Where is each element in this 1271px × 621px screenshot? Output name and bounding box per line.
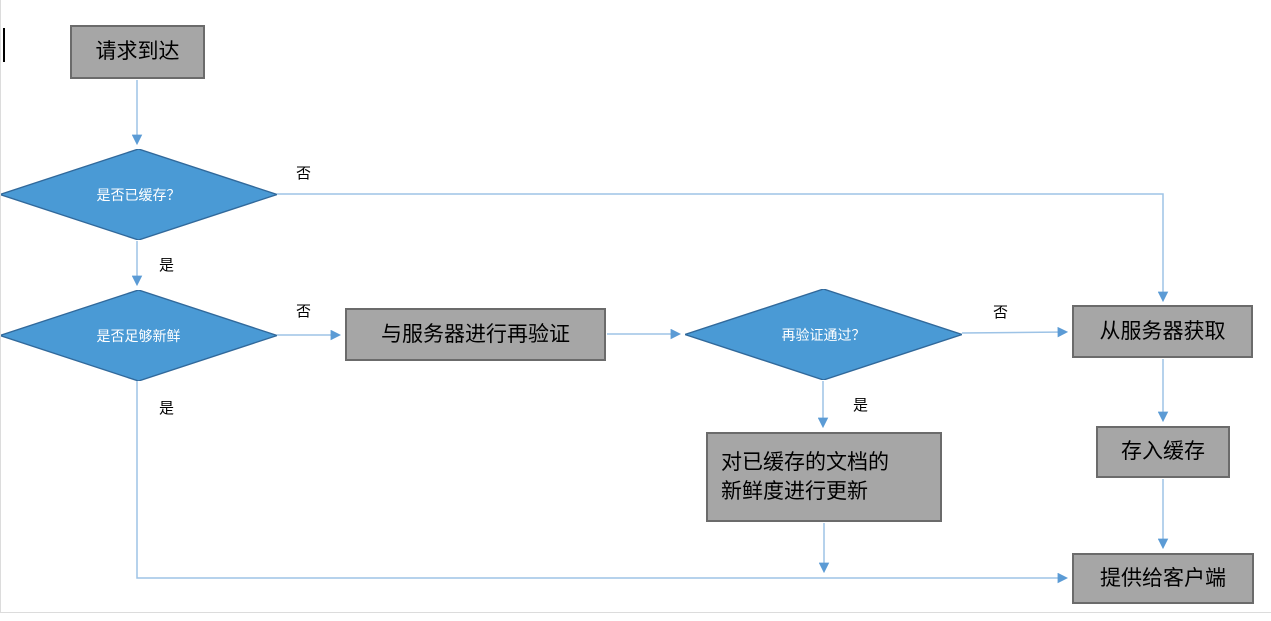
diamond-shape-icon bbox=[0, 149, 277, 240]
page-edge-left bbox=[0, 0, 1, 612]
text-cursor bbox=[3, 28, 5, 62]
edge-revalidate-passed-no-to-fetch bbox=[961, 326, 1069, 338]
edge-label-revalidate-yes[interactable]: 是 bbox=[853, 396, 869, 414]
page-edge-bottom bbox=[0, 612, 1271, 613]
node-is-cached[interactable]: 是否已缓存？ bbox=[0, 149, 277, 240]
node-serve-client[interactable]: 提供给客户端 bbox=[1072, 553, 1254, 604]
node-start-label: 请求到达 bbox=[95, 39, 180, 64]
node-is-fresh[interactable]: 是否足够新鲜 bbox=[0, 290, 277, 381]
node-revalidate[interactable]: 与服务器进行再验证 bbox=[345, 308, 606, 361]
node-is-fresh-label: 是否足够新鲜 bbox=[96, 328, 181, 345]
node-fetch-from-server[interactable]: 从服务器获取 bbox=[1072, 305, 1253, 358]
node-is-cached-label: 是否已缓存？ bbox=[96, 187, 181, 204]
node-revalidate-passed-label: 再验证通过？ bbox=[781, 327, 866, 344]
edge-label-revalidate-no[interactable]: 否 bbox=[993, 303, 1009, 321]
diamond-shape-icon bbox=[685, 289, 962, 380]
edge-label-is-fresh-no[interactable]: 否 bbox=[296, 302, 312, 320]
node-update-freshness[interactable]: 对已缓存的文档的 新鲜度进行更新 bbox=[706, 432, 942, 522]
node-revalidate-passed[interactable]: 再验证通过？ bbox=[685, 289, 962, 380]
node-start[interactable]: 请求到达 bbox=[70, 25, 205, 79]
node-serve-client-label: 提供给客户端 bbox=[1100, 565, 1226, 590]
edge-label-is-cached-no[interactable]: 否 bbox=[296, 164, 312, 182]
edge-label-is-fresh-yes[interactable]: 是 bbox=[159, 399, 175, 417]
node-revalidate-label: 与服务器进行再验证 bbox=[381, 321, 570, 346]
node-update-freshness-label: 对已缓存的文档的 新鲜度进行更新 bbox=[721, 449, 889, 503]
node-fetch-from-server-label: 从服务器获取 bbox=[1099, 318, 1226, 343]
edge-is-cached-no-to-fetch bbox=[277, 193, 1169, 303]
node-store-in-cache[interactable]: 存入缓存 bbox=[1096, 426, 1230, 478]
edge-label-is-cached-yes[interactable]: 是 bbox=[159, 256, 175, 274]
diamond-shape-icon bbox=[0, 290, 277, 381]
node-store-in-cache-label: 存入缓存 bbox=[1121, 439, 1205, 464]
